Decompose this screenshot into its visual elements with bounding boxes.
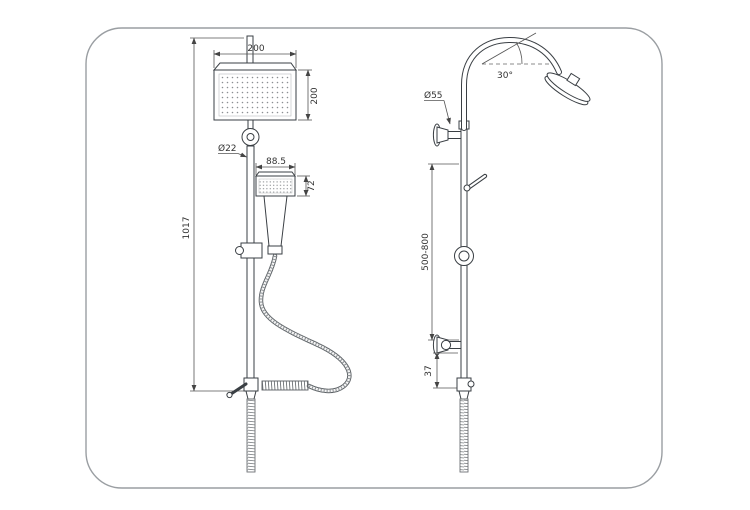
dimension-head-width: 200 (213, 44, 297, 68)
rain-shower-head (212, 62, 297, 121)
shower-rail (246, 145, 255, 393)
dimension-hand-shower-head-height: 72 (297, 175, 317, 197)
diverter-lever (229, 382, 248, 396)
dimension-bottom-offset: 37 (424, 352, 458, 389)
dimension-pipe-diameter: Ø22 (218, 143, 247, 158)
hand-shower-hose-nut (267, 245, 283, 255)
dimension-flange-diameter: Ø55 (424, 90, 451, 125)
front-view: 1017 200 200 (182, 35, 352, 473)
side-bottom-outlet (456, 377, 475, 400)
shower-hose-loop (258, 253, 352, 394)
dim-adjustable-range-label: 500-800 (421, 233, 431, 271)
bottom-hose-side (459, 398, 469, 473)
spray-face (218, 73, 292, 117)
side-slider-ring (454, 246, 474, 266)
dimension-head-depth: 200 (298, 69, 320, 121)
slider-bracket (235, 242, 263, 259)
side-diverter-lever (463, 173, 488, 192)
dim-head-angle-label: 30° (497, 71, 513, 81)
side-view: 30° Ø55 50 (421, 32, 591, 473)
bottom-hose-front (246, 398, 256, 473)
dim-bottom-offset-label: 37 (424, 365, 434, 376)
dim-pipe-diameter-label: Ø22 (218, 143, 237, 154)
hand-shower-face (258, 178, 293, 194)
dim-hand-shower-width-label: 88.5 (266, 157, 286, 167)
lower-wall-bracket (432, 334, 462, 356)
gooseneck-arm (461, 36, 562, 131)
dim-head-depth-label: 200 (310, 87, 320, 104)
side-shower-head (544, 72, 591, 106)
dimension-hand-shower-width: 88.5 (255, 157, 296, 175)
hand-shower (255, 171, 296, 255)
dim-flange-diameter-label: Ø55 (424, 90, 443, 101)
connector-knob (241, 128, 260, 146)
top-wall-bracket (432, 123, 462, 147)
drawing-frame (85, 27, 663, 489)
hose-connector-coil (261, 380, 309, 391)
dimension-head-angle: 30° (481, 32, 552, 81)
bottom-outlet (245, 390, 257, 400)
dim-head-width-label: 200 (247, 44, 264, 54)
dim-overall-height-label: 1017 (182, 217, 192, 240)
dim-hand-shower-head-height-label: 72 (307, 180, 317, 191)
